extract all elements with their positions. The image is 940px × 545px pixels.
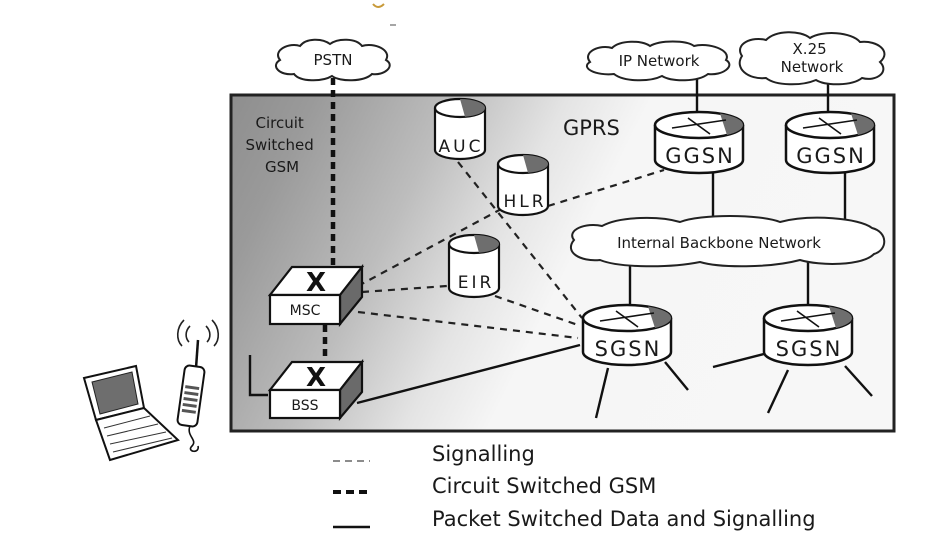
- node-ggsn-2-label: GGSN: [796, 144, 866, 168]
- sgsn1-stub-1: [594, 367, 610, 419]
- gsm-region-label: Circuit Switched GSM: [245, 114, 318, 176]
- node-auc: AUC: [433, 97, 487, 161]
- node-ggsn-2: GGSN: [784, 110, 876, 175]
- switch-x-icon: X: [306, 268, 326, 298]
- node-eir: EIR: [447, 233, 501, 299]
- legend: Signalling Circuit Switched GSM Packet S…: [333, 442, 816, 531]
- node-sgsn-1: SGSN: [581, 303, 673, 367]
- edge-eir-sgsn1: [494, 294, 579, 327]
- node-hlr-label: HLR: [503, 192, 546, 212]
- switch-x-icon: X: [306, 363, 326, 393]
- cloud-x25-line-2: Network: [781, 58, 844, 76]
- router-arrows-icon: [599, 310, 655, 328]
- edge-bss-sgsn1: [356, 343, 581, 405]
- cloud-x25-network: X.25 Network: [738, 31, 886, 86]
- legend-item-signalling: Signalling: [333, 442, 535, 466]
- radio-waves-icon: [176, 319, 220, 347]
- gsm-label-line-2: Switched: [245, 136, 313, 154]
- node-hlr: HLR: [496, 153, 550, 217]
- node-sgsn-2: SGSN: [762, 303, 854, 367]
- node-bss: X BSS: [267, 358, 365, 422]
- node-ggsn-1-label: GGSN: [665, 144, 735, 168]
- node-ggsn-1: GGSN: [653, 110, 745, 175]
- gsm-label-line-1: Circuit: [255, 114, 303, 132]
- edge-msc-eir: [361, 284, 448, 294]
- node-msc: X MSC: [267, 263, 365, 328]
- legend-label-signalling: Signalling: [432, 442, 535, 466]
- cloud-backbone-label: Internal Backbone Network: [617, 234, 821, 252]
- router-arrows-icon: [671, 117, 727, 135]
- node-eir-label: EIR: [458, 273, 495, 293]
- node-sgsn-2-label: SGSN: [776, 337, 843, 361]
- edge-msc-sgsn1: [357, 310, 579, 340]
- sgsn2-stub-3: [844, 365, 873, 397]
- cloud-internal-backbone: Internal Backbone Network: [570, 215, 886, 268]
- node-bss-label: BSS: [291, 398, 318, 414]
- legend-item-circuit: Circuit Switched GSM: [333, 474, 656, 498]
- node-msc-label: MSC: [290, 303, 321, 319]
- cloud-pstn-label: PSTN: [314, 51, 353, 69]
- edges: [248, 78, 873, 419]
- sgsn2-stub-2: [766, 369, 790, 414]
- cloud-x25-label: X.25 Network: [781, 40, 844, 76]
- legend-label-circuit: Circuit Switched GSM: [432, 474, 656, 498]
- edge-msc-hlr: [357, 206, 506, 287]
- sgsn2-stub-1: [712, 352, 765, 369]
- node-sgsn-1-label: SGSN: [595, 337, 662, 361]
- top-artifacts: [372, 3, 396, 26]
- mobile-phone-icon: [176, 339, 206, 453]
- cloud-x25-line-1: X.25: [793, 40, 827, 58]
- router-arrows-icon: [780, 310, 836, 328]
- legend-label-packet: Packet Switched Data and Signalling: [432, 507, 816, 531]
- edge-bss-antenna: [248, 355, 268, 397]
- cloud-ip-label: IP Network: [619, 52, 700, 70]
- gsm-label-line-3: GSM: [265, 158, 299, 176]
- laptop-icon: [82, 364, 180, 462]
- router-arrows-icon: [802, 117, 858, 135]
- legend-item-packet: Packet Switched Data and Signalling: [333, 507, 816, 531]
- cloud-ip-network: IP Network: [586, 40, 731, 82]
- gprs-region-label: GPRS: [563, 116, 620, 140]
- sgsn1-stub-2: [664, 361, 689, 391]
- node-auc-label: AUC: [439, 137, 484, 157]
- cloud-pstn: PSTN: [275, 38, 391, 82]
